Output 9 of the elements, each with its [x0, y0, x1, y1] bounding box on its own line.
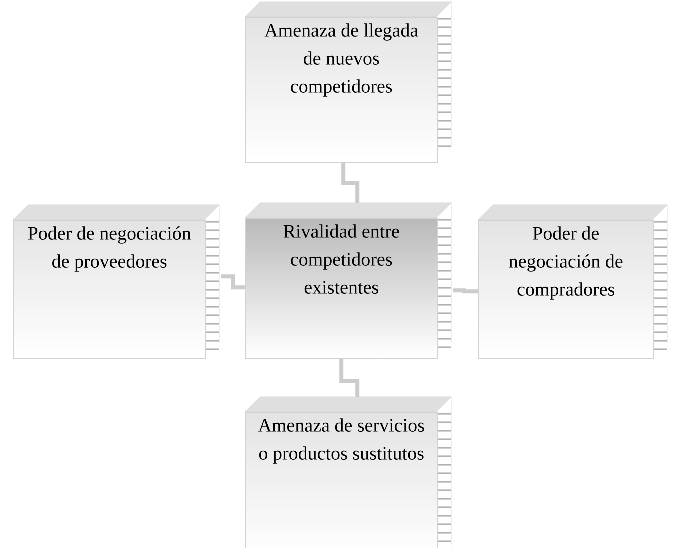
connector-line	[221, 274, 245, 290]
connector-line	[453, 288, 478, 294]
connector-line	[342, 163, 360, 203]
cube-box: Poder de negociación de compradores	[478, 204, 668, 360]
cube-box: Amenaza de servicios o productos sustitutos	[244, 396, 452, 548]
cube-box: Poder de negociación de proveedores	[12, 204, 220, 360]
cube-box: Rivalidad entre competidores existentes	[244, 202, 452, 360]
cube-box: Amenaza de llegada de nuevos competidores	[244, 2, 452, 164]
connector-line	[340, 359, 360, 397]
